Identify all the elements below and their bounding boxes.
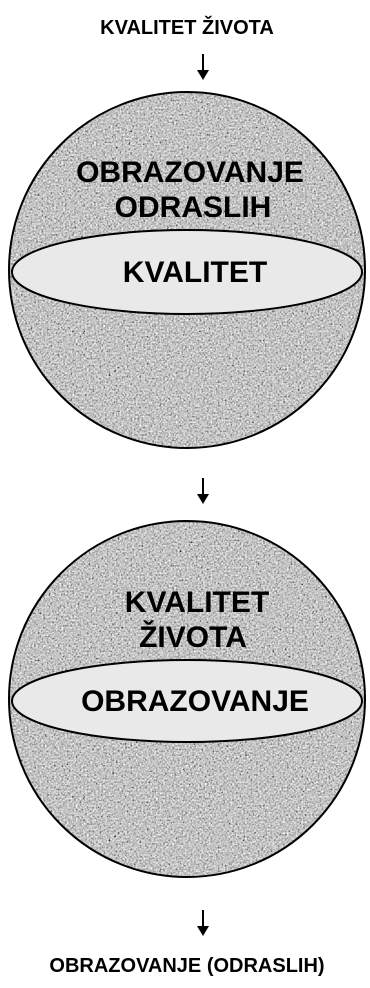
sphere-top: OBRAZOVANJE ODRASLIH KVALITET	[9, 92, 365, 448]
arrow-down-icon	[197, 910, 209, 936]
sphere-bottom-upper-line2: ŽIVOTA	[139, 620, 247, 654]
sphere-top-upper-line1: OBRAZOVANJE	[76, 156, 304, 189]
sphere-top-ellipse-label: KVALITET	[123, 256, 267, 289]
sphere-bottom-ellipse-label: OBRAZOVANJE	[81, 685, 309, 718]
sphere-bottom-upper-line1: KVALITET	[125, 586, 269, 619]
sphere-top-upper-line2: ODRASLIH	[115, 191, 272, 224]
sphere-bottom: KVALITET ŽIVOTA OBRAZOVANJE	[9, 521, 365, 877]
arrow-down-icon	[197, 54, 209, 80]
arrow-down-icon	[197, 478, 209, 504]
header-label: KVALITET ŽIVOTA	[100, 15, 274, 39]
footer-label: OBRAZOVANJE (ODRASLIH)	[49, 955, 324, 977]
